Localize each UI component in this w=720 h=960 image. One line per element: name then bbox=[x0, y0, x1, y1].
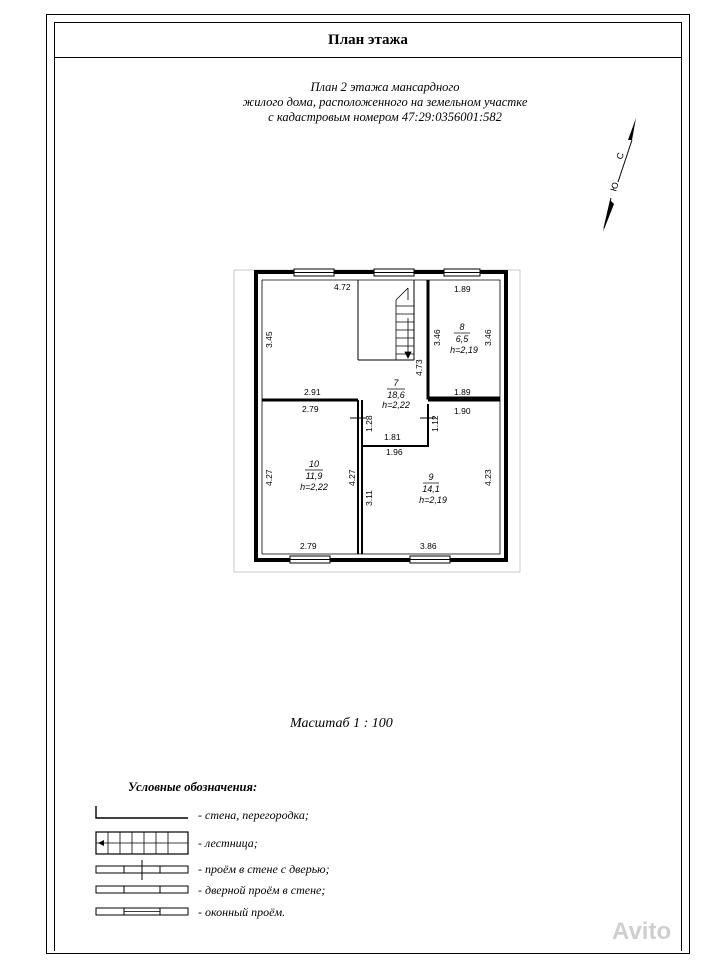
dim-2-79-bottom: 2.79 bbox=[300, 541, 317, 551]
compass-south-arrow bbox=[603, 200, 614, 232]
dim-4-73: 4.73 bbox=[414, 359, 424, 376]
room-9-number: 9 bbox=[428, 472, 433, 482]
dim-4-27-right: 4.27 bbox=[347, 469, 357, 486]
dim-4-27-left: 4.27 bbox=[264, 469, 274, 486]
walls bbox=[233, 269, 521, 573]
door-marks bbox=[350, 404, 436, 424]
dim-4-72: 4.72 bbox=[334, 282, 351, 292]
dim-4-23: 4.23 bbox=[483, 469, 493, 486]
legend-title: Условные обозначения: bbox=[128, 780, 258, 794]
dim-3-11: 3.11 bbox=[364, 490, 374, 506]
compass-north-label: С bbox=[614, 151, 626, 161]
title-box: План этажа bbox=[54, 22, 682, 58]
dim-3-86: 3.86 bbox=[420, 541, 437, 551]
dim-1-12: 1.12 bbox=[430, 415, 440, 432]
page-title: План этажа bbox=[328, 31, 408, 48]
room-9-label: 9 14,1 h=2,19 bbox=[419, 472, 447, 505]
compass-north-arrow bbox=[628, 118, 636, 140]
room-10-number: 10 bbox=[309, 459, 319, 469]
legend-wall-label: - стена, перегородка; bbox=[198, 808, 309, 822]
description-line-1: План 2 этажа мансардного bbox=[310, 80, 460, 94]
room-10-area: 11,9 bbox=[306, 471, 323, 481]
legend-wall-symbol bbox=[95, 806, 188, 819]
staircase bbox=[395, 287, 414, 360]
exterior-wall-inner bbox=[261, 279, 501, 555]
dim-1-96: 1.96 bbox=[386, 447, 403, 457]
dim-2-79-top: 2.79 bbox=[302, 404, 319, 414]
dim-2-91: 2.91 bbox=[304, 387, 321, 397]
plan-description: План 2 этажа мансардного жилого дома, ра… bbox=[150, 80, 620, 125]
room-9-area: 14,1 bbox=[422, 484, 440, 494]
description-line-2: жилого дома, расположенного на земельном… bbox=[242, 95, 528, 109]
dim-1-90: 1.90 bbox=[454, 406, 471, 416]
room-7-label: 7 18,6 h=2,22 bbox=[382, 378, 410, 410]
windows bbox=[289, 268, 481, 564]
room-10-label: 10 11,9 h=2,22 bbox=[300, 459, 328, 492]
room-7-area: 18,6 bbox=[387, 390, 405, 400]
sheet-frame bbox=[46, 14, 690, 954]
compass: С Ю bbox=[603, 118, 636, 232]
inner-border-right bbox=[681, 58, 682, 951]
legend-door-label: - проём в стене с дверью; bbox=[198, 862, 330, 876]
avito-watermark: Avito bbox=[612, 918, 672, 945]
legend-doorway-label: - дверной проём в стене; bbox=[198, 883, 326, 897]
scale-label: Масштаб 1 : 100 bbox=[290, 716, 393, 731]
dim-3-45: 3.45 bbox=[264, 331, 274, 348]
exterior-wall bbox=[254, 270, 508, 562]
room-9-height: h=2,19 bbox=[419, 495, 447, 505]
compass-line bbox=[617, 139, 633, 183]
dim-3-46-left: 3.46 bbox=[432, 329, 442, 346]
outer-contour bbox=[233, 269, 521, 573]
room-8-number: 8 bbox=[459, 322, 464, 332]
room-8-label: 8 6,5 h=2,19 bbox=[450, 322, 478, 355]
compass-south-label: Ю bbox=[608, 181, 620, 193]
dim-1-89-bottom: 1.89 bbox=[454, 387, 471, 397]
dim-3-46-right: 3.46 bbox=[483, 329, 493, 346]
room-8-height: h=2,19 bbox=[450, 345, 478, 355]
dim-1-81: 1.81 bbox=[384, 432, 401, 442]
legend-stair-label: - лестница; bbox=[198, 836, 258, 850]
room-8-area: 6,5 bbox=[456, 334, 470, 344]
inner-border-left bbox=[54, 58, 55, 951]
description-line-3: с кадастровым номером 47:29:0356001:582 bbox=[268, 110, 502, 124]
dim-1-28: 1.28 bbox=[364, 415, 374, 432]
room-10-height: h=2,22 bbox=[300, 482, 328, 492]
room-7-height: h=2,22 bbox=[382, 400, 410, 410]
dim-1-89-top: 1.89 bbox=[454, 284, 471, 294]
legend-symbols bbox=[95, 806, 189, 916]
room-7-number: 7 bbox=[393, 378, 399, 388]
legend-window-label: - оконный проём. bbox=[198, 905, 286, 919]
